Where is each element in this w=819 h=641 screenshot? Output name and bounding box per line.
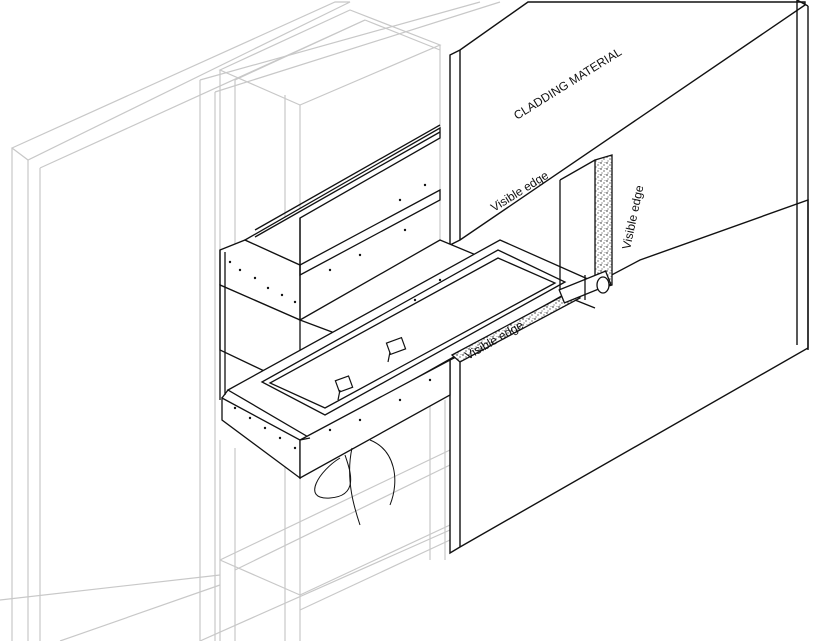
fireplace-box [219, 124, 613, 480]
cladding-right-board [796, 0, 809, 350]
wiring [314, 439, 396, 526]
visible-edge-label-right: Visible edge [619, 184, 646, 251]
fastener-dots [228, 183, 442, 450]
wall-framing [0, 1, 501, 641]
gas-valve-components [334, 336, 407, 401]
